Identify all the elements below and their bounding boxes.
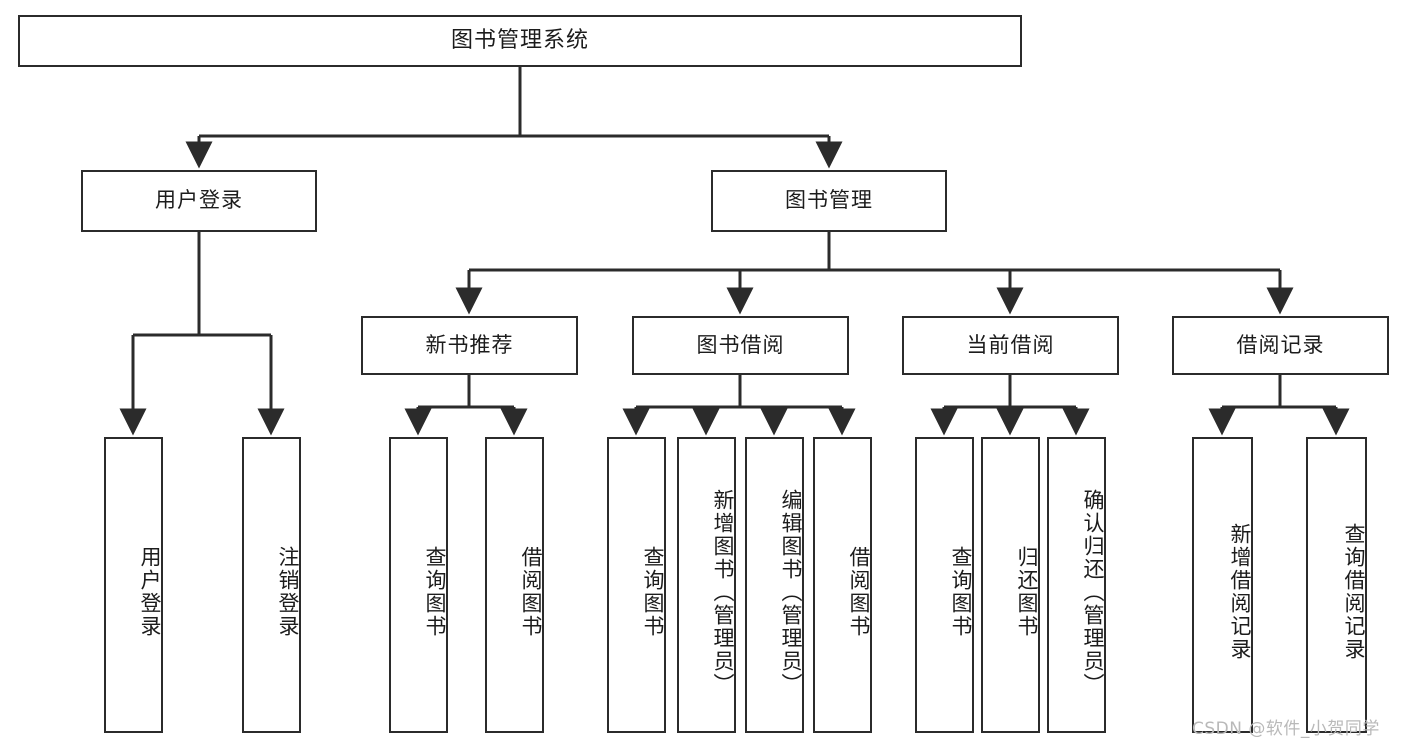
leaf-label: 编辑图书（管理员） [779,488,803,696]
leaf-label: 查询图书 [949,546,973,638]
node-borrow-record[interactable]: 借阅记录 [1172,316,1389,375]
node-book-borrow[interactable]: 图书借阅 [632,316,849,375]
leaf-new-book-borrow[interactable]: 借阅图书 [485,437,544,733]
leaf-book-borrow-add[interactable]: 新增图书（管理员） [677,437,736,733]
leaf-current-borrow-return[interactable]: 归还图书 [981,437,1040,733]
leaf-borrow-record-add[interactable]: 新增借阅记录 [1192,437,1253,733]
leaf-current-borrow-query[interactable]: 查询图书 [915,437,974,733]
leaf-user-login-signout[interactable]: 注销登录 [242,437,301,733]
leaf-user-login-signin[interactable]: 用户登录 [104,437,163,733]
leaf-current-borrow-confirm-return[interactable]: 确认归还（管理员） [1047,437,1106,733]
leaf-label: 查询借阅记录 [1342,523,1366,661]
node-root-system[interactable]: 图书管理系统 [18,15,1022,67]
node-user-login[interactable]: 用户登录 [81,170,317,232]
leaf-book-borrow-edit[interactable]: 编辑图书（管理员） [745,437,804,733]
leaf-label: 新增借阅记录 [1228,523,1252,661]
leaf-label: 归还图书 [1015,546,1039,638]
leaf-label: 用户登录 [138,546,162,638]
leaf-borrow-record-query[interactable]: 查询借阅记录 [1306,437,1367,733]
leaf-label: 查询图书 [641,546,665,638]
leaf-label: 借阅图书 [519,546,543,638]
leaf-label: 查询图书 [423,546,447,638]
leaf-new-book-query[interactable]: 查询图书 [389,437,448,733]
node-book-management[interactable]: 图书管理 [711,170,947,232]
leaf-label: 新增图书（管理员） [711,488,735,696]
leaf-label: 借阅图书 [847,546,871,638]
leaf-label: 注销登录 [276,546,300,638]
leaf-book-borrow-query[interactable]: 查询图书 [607,437,666,733]
leaf-book-borrow-lend[interactable]: 借阅图书 [813,437,872,733]
node-current-borrow[interactable]: 当前借阅 [902,316,1119,375]
node-new-book-recommend[interactable]: 新书推荐 [361,316,578,375]
csdn-watermark: CSDN @软件_小贺同学 [1192,719,1380,739]
leaf-label: 确认归还（管理员） [1081,488,1105,696]
